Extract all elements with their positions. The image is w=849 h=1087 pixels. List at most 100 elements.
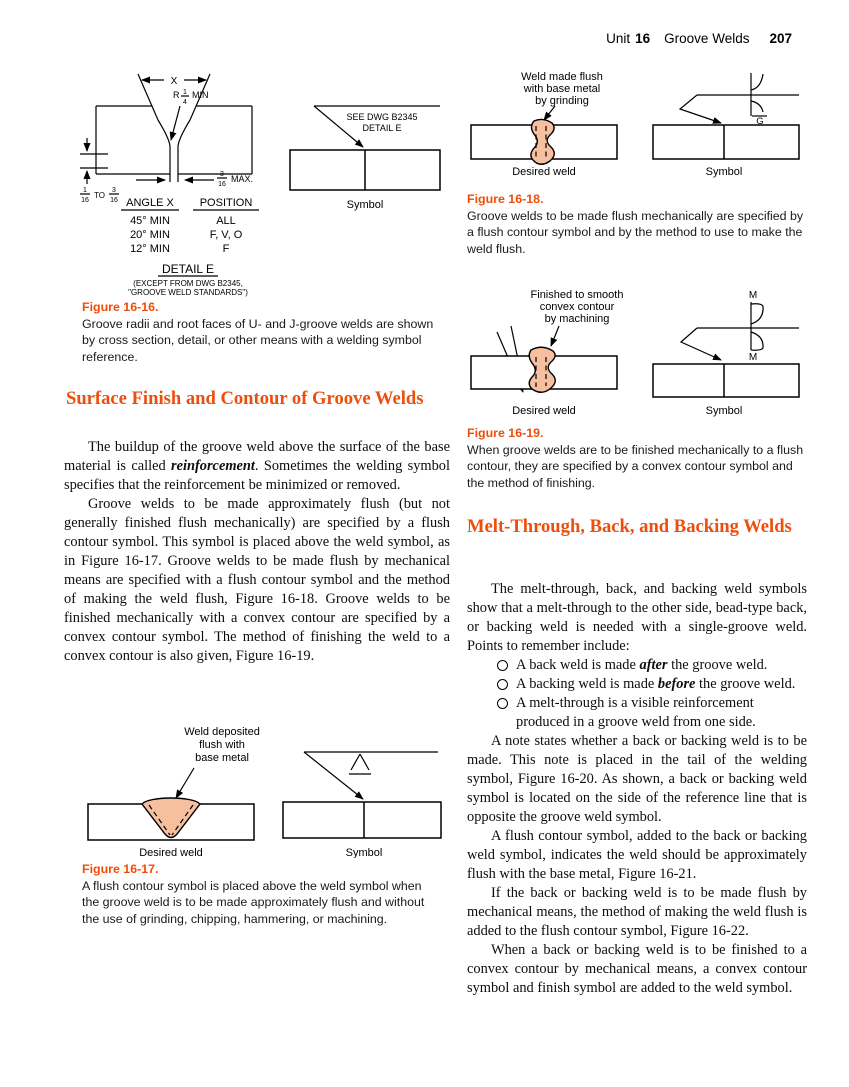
table-cell: 12° MIN bbox=[130, 243, 170, 255]
detail-note-line1: (EXCEPT FROM DWG B2345, bbox=[133, 279, 243, 288]
left-column-body: The buildup of the groove weld above the… bbox=[64, 438, 450, 666]
gap-denominator: 16 bbox=[218, 181, 226, 188]
desired-weld-view: Weld deposited flush with base metal Des… bbox=[87, 726, 260, 859]
pointer-label-line2: flush with bbox=[199, 739, 245, 751]
welding-symbol: G Symbol bbox=[652, 73, 800, 178]
flush-contour-drawing: Weld deposited flush with base metal Des… bbox=[87, 726, 442, 859]
caption-title: Figure 16-18. bbox=[467, 192, 544, 206]
desired-weld-label: Desired weld bbox=[139, 847, 203, 858]
rootface-num2: 3 bbox=[112, 187, 116, 194]
caption-title: Figure 16-16. bbox=[82, 300, 159, 314]
detail-title: DETAIL E bbox=[162, 262, 214, 276]
pointer-label-line3: base metal bbox=[195, 752, 249, 764]
radius-prefix: R bbox=[173, 90, 180, 100]
table-col2-header: POSITION bbox=[200, 197, 253, 209]
paragraph: The buildup of the groove weld above the… bbox=[64, 439, 450, 493]
list-item: A back weld is made after the groove wel… bbox=[497, 656, 807, 675]
finish-method-letter-top: M bbox=[749, 290, 757, 301]
flush-by-grinding-drawing: Weld made flush with base metal by grind… bbox=[470, 71, 800, 178]
rootface-to: TO bbox=[94, 191, 105, 200]
figure-16-17-diagram: Weld deposited flush with base metal Des… bbox=[76, 722, 448, 863]
symbol-caption: Symbol bbox=[346, 847, 383, 858]
rootface-den1: 16 bbox=[81, 197, 89, 204]
section-heading-surface-finish: Surface Finish and Contour of Groove Wel… bbox=[66, 388, 424, 409]
table-cell: 20° MIN bbox=[130, 229, 170, 241]
table-col1-header: ANGLE X bbox=[126, 197, 174, 209]
rootface-den2: 16 bbox=[110, 197, 118, 204]
gap-numerator: 3 bbox=[220, 171, 224, 178]
finish-method-letter-bottom: M bbox=[749, 352, 757, 363]
figure-16-18-diagram: Weld made flush with base metal by grind… bbox=[465, 68, 807, 187]
figure-16-18-caption: Figure 16-18. Groove welds to be made fl… bbox=[467, 191, 807, 257]
table-cell: 45° MIN bbox=[130, 215, 170, 227]
symbol-caption: Symbol bbox=[706, 166, 743, 178]
figure-16-16-caption: Figure 16-16. Groove radii and root face… bbox=[82, 299, 436, 365]
figure-16-16-diagram: X R 1 4 MIN bbox=[74, 70, 446, 305]
paragraph: If the back or backing weld is to be mad… bbox=[467, 885, 807, 939]
chapter-title: Groove Welds bbox=[664, 31, 750, 46]
groove-detail-drawing: X R 1 4 MIN bbox=[80, 73, 441, 297]
plates bbox=[652, 363, 800, 398]
list-item: A backing weld is made before the groove… bbox=[497, 675, 807, 694]
page-number: 207 bbox=[769, 31, 792, 46]
pointer-label-line3: by grinding bbox=[535, 95, 589, 107]
pointer-label-line1: Weld deposited bbox=[184, 726, 260, 738]
finish-method-letter: G bbox=[756, 116, 763, 127]
weld-bead bbox=[141, 797, 201, 839]
caption-text: Groove welds to be made flush mechanical… bbox=[467, 208, 804, 256]
caption-title: Figure 16-19. bbox=[467, 426, 544, 440]
symbol-caption: Symbol bbox=[347, 199, 384, 211]
key-term: reinforcement bbox=[170, 458, 255, 474]
paragraph: A note states whether a back or backing … bbox=[467, 733, 807, 825]
desired-weld-view: Finished to smooth convex contour by mac… bbox=[470, 289, 624, 417]
welding-symbol: M M Symbol bbox=[652, 290, 800, 417]
pointer-label-line3: by machining bbox=[545, 313, 610, 325]
table-cell: F bbox=[223, 243, 230, 255]
convex-contour-drawing: Finished to smooth convex contour by mac… bbox=[470, 289, 800, 417]
paragraph: A flush contour symbol, added to the bac… bbox=[467, 828, 807, 882]
paragraph: Groove welds to be made approximately fl… bbox=[64, 496, 450, 664]
paragraph: The melt-through, back, and backing weld… bbox=[467, 581, 807, 654]
figure-16-19-caption: Figure 16-19. When groove welds are to b… bbox=[467, 425, 807, 491]
page-header: Unit 16 Groove Welds 207 bbox=[606, 31, 792, 46]
unit-number: 16 bbox=[635, 31, 651, 46]
radius-suffix: MIN bbox=[192, 90, 209, 100]
caption-text: When groove welds are to be finished mec… bbox=[467, 442, 804, 490]
bullet-circle-icon bbox=[497, 698, 508, 709]
unit-label: Unit bbox=[606, 31, 631, 46]
section-heading-melt-through: Melt-Through, Back, and Backing Welds bbox=[467, 516, 792, 537]
figure-16-19-diagram: Finished to smooth convex contour by mac… bbox=[465, 286, 807, 425]
pointer-label-line2: convex contour bbox=[540, 301, 615, 313]
dimension-x-label: X bbox=[171, 76, 178, 87]
angle-position-table: ANGLE X POSITION 45° MIN ALL 20° MIN F, … bbox=[121, 197, 259, 297]
pointer-label-line1: Weld made flush bbox=[521, 71, 603, 83]
pointer-label-line1: Finished to smooth bbox=[531, 289, 624, 301]
gap-suffix: MAX. bbox=[231, 174, 253, 184]
welding-symbol: Symbol bbox=[282, 751, 442, 859]
right-column-body: The melt-through, back, and backing weld… bbox=[467, 580, 807, 998]
groove-cross-section: X R 1 4 MIN bbox=[80, 73, 253, 204]
bullet-circle-icon bbox=[497, 679, 508, 690]
table-cell: F, V, O bbox=[210, 229, 243, 241]
points-list: A back weld is made after the groove wel… bbox=[497, 656, 807, 732]
list-item: A melt-through is a visible reinforcemen… bbox=[497, 694, 807, 732]
table-cell: ALL bbox=[216, 215, 236, 227]
symbol-note-line1: SEE DWG B2345 bbox=[346, 112, 417, 122]
detail-note-line2: "GROOVE WELD STANDARDS") bbox=[128, 288, 248, 297]
desired-weld-view: Weld made flush with base metal by grind… bbox=[470, 71, 618, 178]
desired-weld-label: Desired weld bbox=[512, 166, 576, 178]
pointer-label-line2: with base metal bbox=[523, 83, 600, 95]
symbol-note-line2: DETAIL E bbox=[362, 123, 401, 133]
bullet-circle-icon bbox=[497, 660, 508, 671]
paragraph: When a back or backing weld is to be fin… bbox=[467, 942, 807, 996]
rootface-num1: 1 bbox=[83, 187, 87, 194]
plates bbox=[282, 801, 442, 839]
welding-symbol: SEE DWG B2345 DETAIL E Symbol bbox=[289, 105, 441, 211]
caption-title: Figure 16-17. bbox=[82, 862, 159, 876]
caption-text: Groove radii and root faces of U- and J-… bbox=[82, 316, 434, 364]
symbol-caption: Symbol bbox=[706, 405, 743, 417]
figure-16-17-caption: Figure 16-17. A flush contour symbol is … bbox=[82, 861, 438, 927]
plates bbox=[652, 124, 800, 160]
caption-text: A flush contour symbol is placed above t… bbox=[82, 878, 425, 926]
